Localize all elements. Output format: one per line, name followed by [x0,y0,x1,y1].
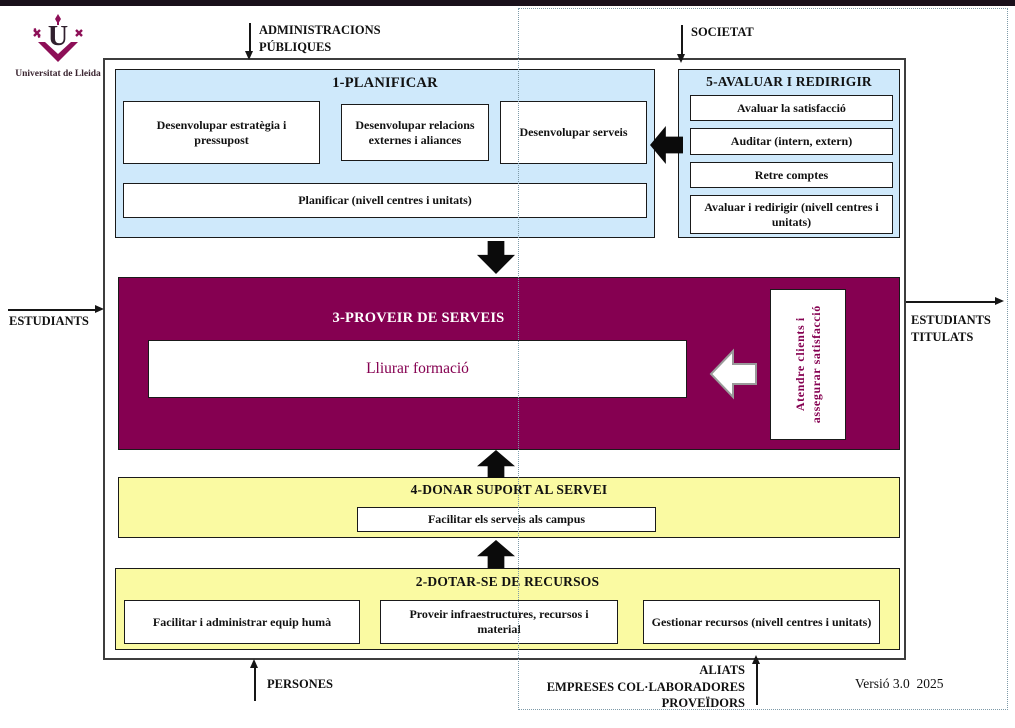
recursos-item-1: Facilitar i administrar equip humà [124,600,360,644]
persones-arrow-line [254,664,256,701]
avaluar-item-3: Retre comptes [690,162,893,188]
proveir-main-item: Lliurar formació [148,340,687,398]
label-aliats-line3: PROVEÏDORS [661,696,745,710]
label-administracions-line2: PÚBLIQUES [259,39,332,54]
cropped-toolbar-strip [0,0,1015,6]
aliats-arrow-icon [752,655,760,664]
avaluar-item-4: Avaluar i redirigir (nivell centres i un… [690,195,893,234]
societat-arrow-line [681,25,683,56]
version-label: Versió 3.0 2025 [855,676,944,691]
label-aliats-line2: EMPRESES COL·LABORADORES [546,679,745,694]
proveir-side-line2: assegurar satisfacció [809,305,823,424]
section-planificar-title: 1-PLANIFICAR [332,75,438,91]
section-proveir-title: 3-PROVEIR DE SERVEIS [332,310,505,326]
section-avaluar-title: 5-AVALUAR I REDIRIGIR [706,74,872,89]
proveir-side-item: Atendre clients i assegurar satisfacció [770,289,846,440]
persones-arrow-icon [250,659,258,668]
label-estudiants-titulats-line1: ESTUDIANTS [911,313,991,327]
label-estudiants: ESTUDIANTS [9,314,89,328]
avaluar-item-2: Auditar (intern, extern) [690,128,893,155]
label-societat: SOCIETAT [691,25,754,39]
label-aliats: ALIATS EMPRESES COL·LABORADORES PROVEÏDO… [430,662,745,712]
recursos-item-3: Gestionar recursos (nivell centres i uni… [643,600,880,644]
section-suport-title: 4-DONAR SUPORT AL SERVEI [410,482,608,497]
estudiants-titulats-arrow-icon [995,297,1004,305]
estudiants-arrow-icon [95,305,104,313]
aliats-arrow-line [756,660,758,705]
societat-arrow-icon [677,54,685,63]
planificar-item-1: Desenvolupar estratègia i pressupost [123,101,320,164]
recursos-item-2: Proveir infraestructures, recursos i mat… [380,600,618,644]
planificar-item-wide: Planificar (nivell centres i unitats) [123,183,647,218]
svg-text:U: U [48,21,68,52]
label-administracions: ADMINISTRACIONS PÚBLIQUES [259,22,381,55]
white-left-arrow-icon [709,348,757,400]
university-logo: U Universitat de Lleida [14,12,102,79]
suport-item: Facilitar els serveis als campus [357,507,656,532]
section-recursos-title: 2-DOTAR-SE DE RECURSOS [415,574,600,589]
proveir-side-item-text: Atendre clients i assegurar satisfacció [792,305,824,423]
planificar-item-3: Desenvolupar serveis [500,101,647,164]
university-logo-text: Universitat de Lleida [15,69,101,79]
label-estudiants-titulats-line2: TITULATS [911,329,974,344]
administracions-arrow-line [249,23,251,53]
university-logo-icon: U [33,14,83,62]
avaluar-item-1: Avaluar la satisfacció [690,95,893,121]
estudiants-arrow-line [8,309,98,311]
label-aliats-line1: ALIATS [699,663,745,677]
estudiants-titulats-arrow-line [906,301,998,303]
label-estudiants-titulats: ESTUDIANTS TITULATS [911,312,991,345]
label-administracions-line1: ADMINISTRACIONS [259,23,381,37]
proveir-side-line1: Atendre clients i [792,317,807,412]
label-persones: PERSONES [267,677,333,691]
administracions-arrow-icon [245,51,253,60]
planificar-item-2: Desenvolupar relacions externes i alianc… [341,104,489,161]
